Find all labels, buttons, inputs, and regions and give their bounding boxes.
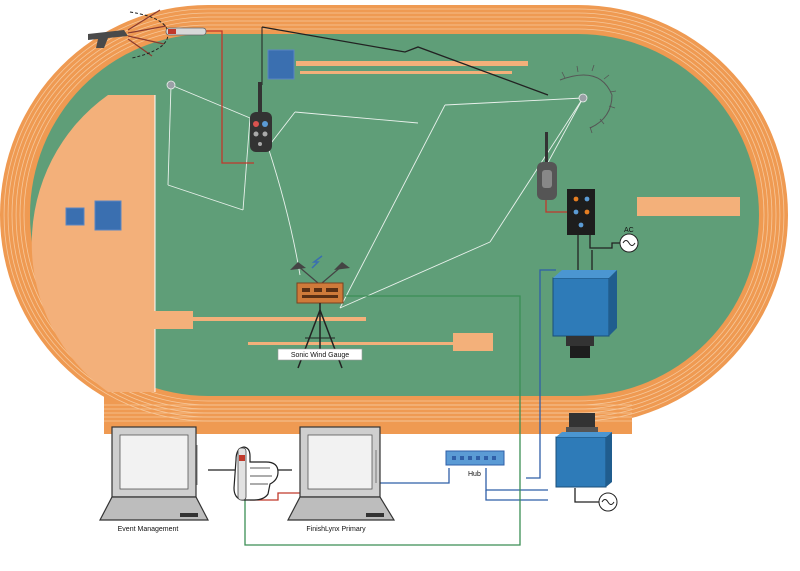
runway-bottom	[193, 317, 366, 321]
wireless-receiver-icon	[537, 132, 557, 200]
throwing-circle-left	[166, 80, 176, 90]
runway-top-2	[300, 71, 512, 74]
runway-top	[296, 61, 528, 66]
interface-box	[567, 189, 595, 235]
laptop-primary-icon	[287, 426, 396, 521]
infield-runup-left	[31, 95, 156, 392]
display-boards	[65, 49, 295, 231]
ac-power-bottom-icon	[598, 492, 618, 512]
wiring	[178, 26, 620, 546]
display-board-left	[94, 200, 122, 231]
field-event-areas	[153, 61, 740, 351]
network-hub-icon	[445, 450, 505, 466]
camera-icon	[552, 270, 617, 358]
wind-gauge-icon	[277, 255, 363, 369]
ac-power-icon	[619, 233, 639, 253]
display-board-left-small	[65, 207, 85, 226]
event-management-label: Event Management	[118, 526, 179, 533]
camera-secondary-icon	[555, 413, 612, 488]
starter-pistol-icon	[88, 9, 207, 59]
runway-right	[637, 197, 740, 216]
pit-right	[453, 333, 493, 351]
hub-label: Hub	[468, 471, 481, 478]
ac-label: AC	[624, 227, 634, 234]
wireless-transmitter-icon	[250, 82, 272, 152]
runway-bottom-2	[248, 342, 453, 345]
sonic-wind-gauge-label: Sonic Wind Gauge	[291, 352, 349, 359]
laptop-icon	[99, 426, 209, 521]
pit-left	[153, 311, 193, 329]
finishlynx-primary-label: FinishLynx Primary	[306, 526, 366, 533]
throwing-circle-right	[578, 93, 588, 103]
hand-switch-icon	[233, 446, 279, 501]
display-board-top	[267, 49, 295, 80]
